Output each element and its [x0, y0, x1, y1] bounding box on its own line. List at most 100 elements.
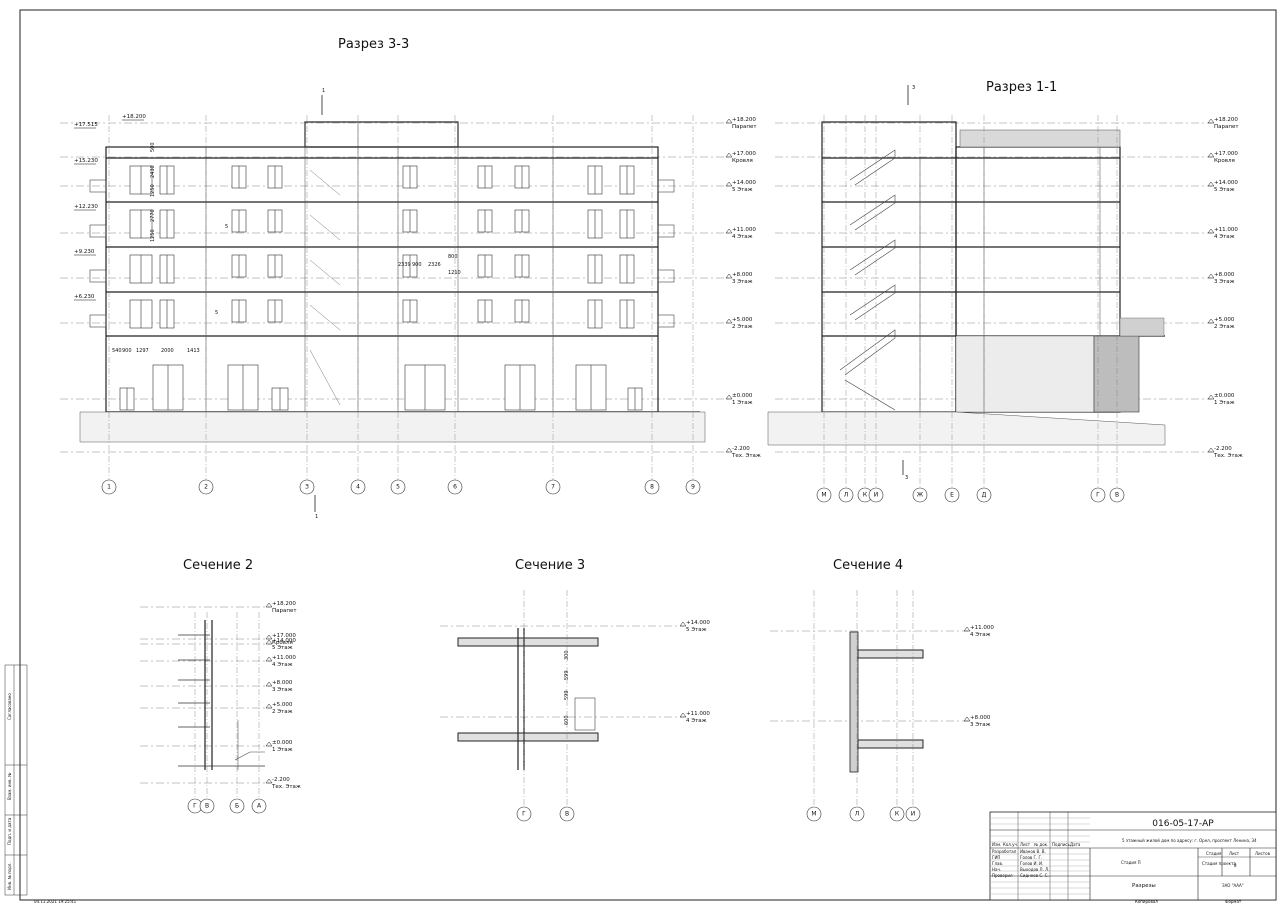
sheet-name: Разрезы [1132, 883, 1156, 889]
c2-axis-label: В [205, 803, 209, 810]
s33-axis-circle [198, 479, 214, 495]
title-cut-2: Сечение 2 [183, 558, 253, 573]
s11-level-name: 3 Этаж [1214, 279, 1235, 285]
mark-1-bottom: 1 [315, 514, 318, 520]
c2-level-value: +14.000 [272, 638, 296, 644]
s11-level-marker [1207, 273, 1215, 279]
drawing-code: 016-05-17-АР [1152, 819, 1214, 829]
c2-level-name: Тех. Этаж [271, 784, 301, 790]
dim-c3-600: 600 [564, 715, 570, 725]
s11-axis-label: В [1115, 492, 1119, 499]
s33-level-value: +5.000 [732, 317, 753, 323]
s11-level-value: +18.200 [1214, 117, 1238, 123]
s33-level-name: 5 Этаж [732, 187, 753, 193]
s11-level-name: 1 Этаж [1214, 400, 1235, 406]
organization: ЗАО "ААА" [1222, 883, 1244, 888]
dim-1413: 1413 [187, 348, 200, 354]
dim-c3-300: 300 [564, 650, 570, 660]
c3-axis-label: В [565, 811, 569, 818]
c2-axis-circle [229, 798, 245, 814]
s33-axis-label: 7 [551, 484, 555, 491]
s33-level-name: Кровля [732, 158, 753, 164]
c2-axis-label: Б [235, 803, 239, 810]
tb-col-header: Лист [1020, 842, 1031, 847]
s11-level-name: Кровля [1214, 158, 1235, 164]
s33-left-level: +15.230 [74, 158, 98, 164]
tb-row-role: Проверил [992, 873, 1013, 878]
section-11-drawing: 3 3 [767, 85, 1212, 481]
s11-axis-label: Д [982, 492, 987, 499]
title-section-11: Разрез 1-1 [986, 80, 1057, 95]
s33-level-value: +17.000 [732, 151, 756, 157]
tb-row-name: Выходов Л. Л. [1020, 867, 1049, 872]
vertical-dim: 2770 [150, 209, 156, 222]
c2-level-name: 5 Этаж [272, 645, 293, 651]
cut-4-drawing [770, 630, 968, 773]
c3-axis-label: Г [522, 811, 526, 818]
cut-3-drawing: 300 599 599 600 [440, 625, 684, 770]
s33-level-marker [725, 394, 733, 400]
s33-axis-circle [299, 479, 315, 495]
mark-5a: 5 [225, 224, 228, 230]
s33-axis-circle [644, 479, 660, 495]
project-name: 5 этажный жилой дом по адресу: г. Орел, … [1122, 838, 1257, 843]
c2-level-value: -2.200 [272, 777, 290, 783]
c2-level-marker [265, 602, 273, 608]
c4-axis-label: И [911, 811, 916, 818]
s11-level-value: +5.000 [1214, 317, 1235, 323]
dim-900: 900 [122, 348, 132, 354]
c4-level-marker [963, 626, 971, 632]
s11-axis-circle [816, 487, 832, 503]
c4-axis-circle [889, 806, 905, 822]
c4-level-value: +11.000 [970, 625, 994, 631]
s11-level-name: Тех. Этаж [1213, 453, 1243, 459]
s11-axis-label: И [874, 492, 879, 499]
s11-axis-label: Г [1096, 492, 1100, 499]
tb-row-role: Разработал [992, 849, 1017, 854]
s33-level-marker [725, 118, 733, 124]
s33-axis-label: 8 [650, 484, 654, 491]
s33-axis-circle [390, 479, 406, 495]
print-timestamp: 04.11.2021 19:25:41 [34, 899, 77, 904]
s33-level-marker [725, 228, 733, 234]
s11-level-name: 5 Этаж [1214, 187, 1235, 193]
tb-col-header: Кол.уч. [1003, 842, 1018, 847]
tb-row-name: Сиднеев С. С. [1020, 873, 1049, 878]
dim-900b: 900 [412, 262, 422, 268]
mark-5b: 5 [215, 310, 218, 316]
dim-1297: 1297 [136, 348, 149, 354]
s33-level-marker [725, 152, 733, 158]
c3-axis-circle [516, 806, 532, 822]
c2-level-marker [265, 656, 273, 662]
stage-name: Стадия П [1121, 860, 1141, 865]
tb-row-role: Глав. [992, 861, 1003, 866]
dim-c3-599b: 599 [564, 690, 570, 700]
s33-level-marker [725, 447, 733, 453]
s33-left-level: +12.230 [74, 204, 98, 210]
c2-level-marker [265, 634, 273, 640]
c2-level-marker [265, 778, 273, 784]
stage-value: Стадия проекта [1202, 861, 1236, 866]
dim-540: 540 [112, 348, 122, 354]
s11-axis-label: Ж [917, 492, 924, 499]
c2-axis-circle [251, 798, 267, 814]
c4-axis-circle [905, 806, 921, 822]
stamp-replace: Взам. инв. № [7, 773, 12, 800]
s33-axis-label: 6 [453, 484, 457, 491]
head-sheets: Листов [1255, 851, 1271, 856]
vertical-dim: 1250 [150, 184, 156, 197]
s33-left-level: +18.200 [122, 114, 146, 120]
title-cut-4: Сечение 4 [833, 558, 903, 573]
s33-level-name: 4 Этаж [732, 234, 753, 240]
c4-axis-circle [806, 806, 822, 822]
s33-axis-label: 9 [691, 484, 695, 491]
c3-level-marker [679, 712, 687, 718]
s33-level-value: +14.000 [732, 180, 756, 186]
c4-level-value: +8.000 [970, 715, 991, 721]
c3-level-name: 5 Этаж [686, 627, 707, 633]
mark-3-bottom: 3 [905, 475, 908, 481]
vertical-dim: 500 [150, 142, 156, 152]
c4-axis-label: К [895, 811, 900, 818]
c2-level-value: +5.000 [272, 702, 293, 708]
